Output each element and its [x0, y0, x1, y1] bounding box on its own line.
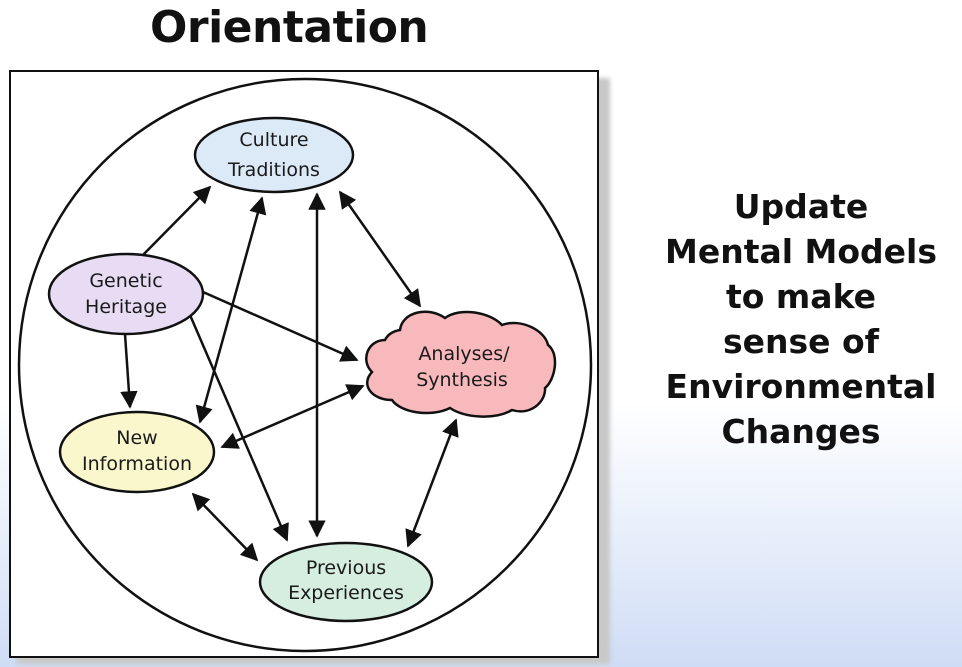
arrows — [120, 185, 459, 562]
newinfo-ellipse — [58, 410, 216, 494]
arrow-culture-analyses — [338, 190, 422, 308]
arrow-genetic-newinfo — [120, 333, 138, 409]
outer-circle — [17, 77, 593, 653]
analyses-label-line1: Analyses/ — [418, 343, 510, 365]
analyses-blob — [365, 310, 557, 418]
previous-ellipse — [258, 541, 434, 623]
arrow-newinfo-previous — [191, 492, 259, 562]
node-analyses-synthesis: Analyses/ Synthesis — [365, 310, 557, 418]
culture-label-line2: Traditions — [227, 159, 320, 181]
previous-label-line1: Previous — [306, 557, 386, 579]
culture-ellipse — [193, 116, 355, 194]
side-caption-line: Update — [733, 187, 869, 226]
node-culture-traditions: Culture Traditions — [193, 116, 355, 194]
side-caption-line: Mental Models — [664, 232, 938, 271]
page-title: Orientation — [150, 2, 429, 53]
arrow-analyses-previous — [405, 418, 459, 548]
previous-label-line2: Experiences — [288, 582, 404, 604]
side-caption-line: sense of — [722, 322, 880, 361]
node-previous-experiences: Previous Experiences — [258, 541, 434, 623]
arrow-newinfo-analyses — [220, 384, 365, 449]
newinfo-label-line2: Information — [82, 453, 192, 475]
arrow-culture-newinfo — [195, 196, 267, 424]
arrow-genetic-culture — [139, 185, 212, 259]
genetic-label-line1: Genetic — [89, 270, 162, 292]
side-caption: Update Mental Models to make sense of En… — [648, 184, 954, 454]
culture-label-line1: Culture — [239, 129, 308, 151]
side-caption-line: Changes — [721, 412, 881, 451]
newinfo-label-line1: New — [116, 427, 157, 449]
genetic-ellipse — [47, 252, 205, 336]
genetic-label-line2: Heritage — [85, 296, 167, 318]
node-new-information: New Information — [58, 410, 216, 494]
analyses-label-line2: Synthesis — [416, 369, 508, 391]
node-genetic-heritage: Genetic Heritage — [47, 252, 205, 336]
side-caption-line: Environmental — [665, 367, 937, 406]
side-caption-line: to make — [725, 277, 877, 316]
